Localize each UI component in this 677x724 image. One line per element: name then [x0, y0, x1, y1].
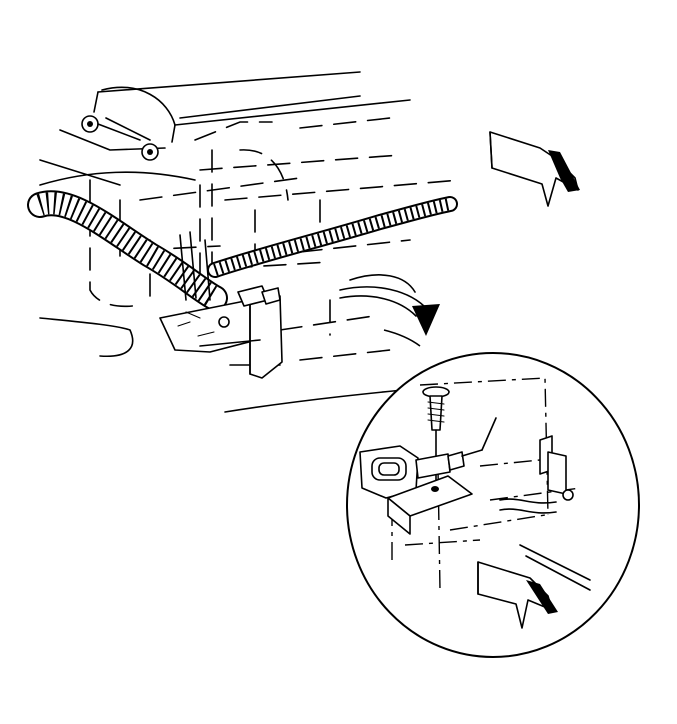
- mount-bolt-icon: [81, 115, 141, 141]
- sensor-bracket: [159, 285, 283, 379]
- detail-magnifier-circle: [346, 352, 640, 658]
- push-pin-fastener: [422, 386, 450, 489]
- direction-arrow-icon: [489, 131, 580, 207]
- sensor-connector: [359, 417, 497, 499]
- mount-bolt-icon: [105, 117, 159, 161]
- curved-arrow-icon: [339, 286, 440, 347]
- direction-arrow-icon: [477, 561, 558, 629]
- mounting-tab: [499, 435, 574, 514]
- body-panel-outlines: [39, 71, 456, 413]
- sensor-bracket-detail: [387, 475, 473, 535]
- wiring-harness-conduit: [27, 190, 458, 311]
